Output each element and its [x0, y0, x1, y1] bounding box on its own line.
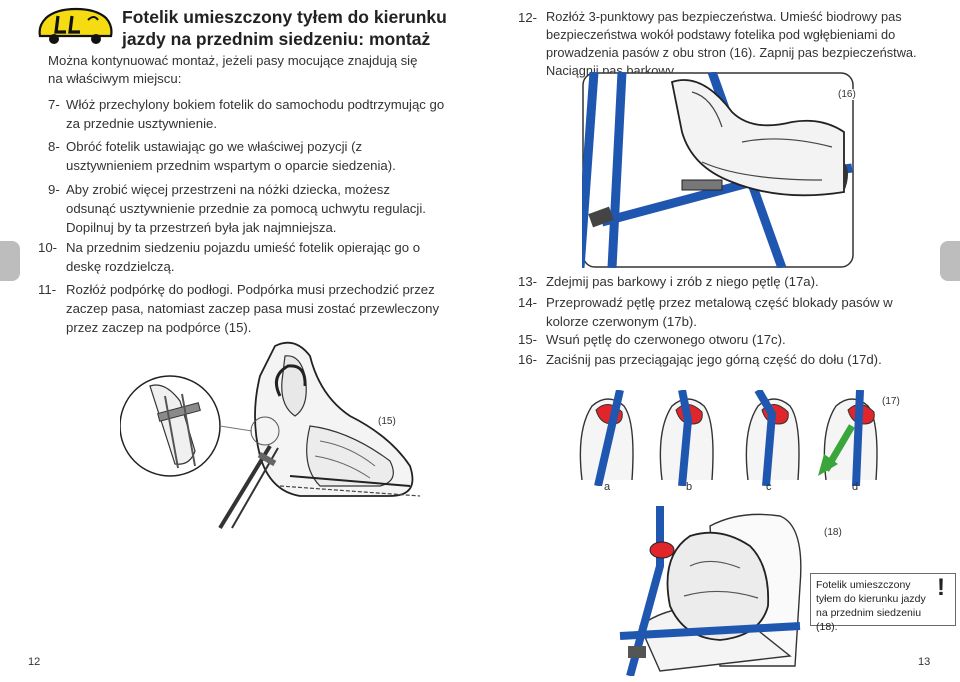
page-number-left: 12 [28, 656, 41, 668]
exclamation-icon: ! [937, 574, 945, 601]
step-text: Wsuń pętlę do czerwonego otworu (17c). [546, 332, 786, 347]
car-logo [36, 6, 114, 46]
figure-17a-panel [572, 390, 642, 486]
step-number: 16- [518, 352, 538, 367]
step-number: 14- [518, 295, 538, 310]
figure-16-label: (16) [836, 89, 858, 100]
figure-17-letter-c: c [766, 481, 772, 493]
step-text: Na przednim siedzeniu pojazdu umieść fot… [66, 240, 421, 274]
step-number: 9- [48, 182, 60, 197]
step-text: Włóż przechylony bokiem fotelik do samoc… [66, 97, 445, 131]
step-number: 8- [48, 139, 60, 154]
page-title: Fotelik umieszczony tyłem do kierunku ja… [122, 7, 447, 49]
right-page-tab [940, 241, 960, 281]
figure-15-label: (15) [376, 416, 398, 427]
page-number-right: 13 [918, 656, 931, 668]
warning-box: Fotelik umieszczony tyłem do kierunku ja… [810, 573, 956, 633]
figure-17-label: (17) [880, 396, 902, 407]
figure-15-support-leg [120, 336, 440, 532]
step-text: Obróć fotelik ustawiając go we właściwej… [66, 139, 396, 173]
figure-17-letter-b: b [686, 481, 693, 493]
figure-17c-panel [738, 390, 808, 486]
step-number: 12- [518, 10, 538, 25]
step-text: Rozłóż podpórkę do podłogi. Podpórka mus… [66, 282, 440, 335]
warning-text: Fotelik umieszczony tyłem do kierunku ja… [816, 579, 926, 633]
step-number: 7- [48, 97, 60, 112]
figure-17b-panel [652, 390, 722, 486]
figure-17-letter-a: a [604, 481, 611, 493]
figure-17d-panel [816, 390, 886, 486]
step-text: Przeprowadź pętlę przez metalową część b… [546, 295, 893, 329]
intro-text: Można kontynuować montaż, jeżeli pasy mo… [48, 53, 418, 86]
step-text: Rozłóż 3-punktowy pas bezpieczeństwa. Um… [546, 9, 917, 78]
step-number: 10- [38, 240, 58, 255]
step-text: Zdejmij pas barkowy i zrób z niego pętlę… [546, 274, 819, 289]
step-text: Aby zrobić więcej przestrzeni na nóżki d… [66, 182, 426, 235]
step-text: Zaciśnij pas przeciągając jego górną czę… [546, 352, 882, 367]
figure-18-label: (18) [822, 527, 844, 538]
figure-17-letter-d: d [852, 481, 859, 493]
figure-16-lap-belt [582, 72, 854, 268]
left-page-tab [0, 241, 20, 281]
step-number: 11- [38, 282, 57, 297]
figure-18-installed-seat [600, 506, 812, 676]
step-number: 13- [518, 274, 538, 289]
step-number: 15- [518, 332, 538, 347]
